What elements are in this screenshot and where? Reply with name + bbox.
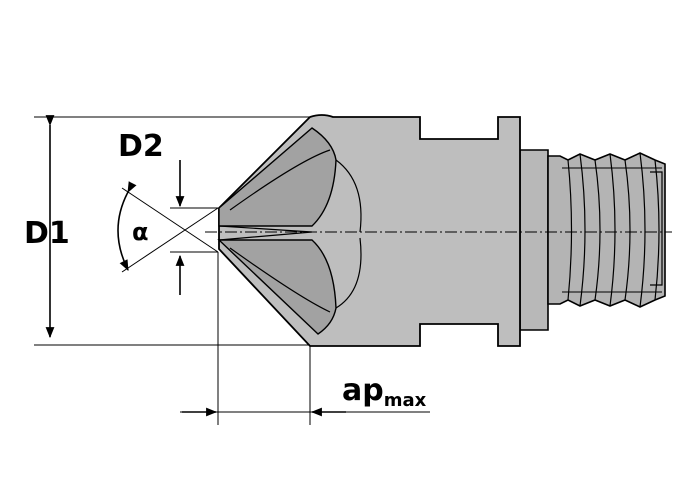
thread-body xyxy=(547,152,666,308)
tool-body xyxy=(218,114,521,347)
angle-line-2 xyxy=(121,207,219,273)
ap-subscript-text: max xyxy=(384,390,427,411)
d1-label: D1 xyxy=(24,216,70,251)
neck xyxy=(519,149,549,331)
shank-end-face xyxy=(650,171,663,286)
upper-flute xyxy=(218,127,337,227)
alpha-label: α xyxy=(132,218,149,246)
thread-crests xyxy=(562,152,662,308)
flutes xyxy=(217,127,337,335)
dimension-lines xyxy=(34,115,672,425)
ap-main-text: ap xyxy=(342,373,384,408)
lower-flute xyxy=(217,239,337,335)
tool-head xyxy=(217,114,521,347)
d2-label: D2 xyxy=(118,129,164,164)
labels: D1 D2 α apmax xyxy=(24,129,427,411)
ap-label: apmax xyxy=(342,373,427,411)
threaded-shank xyxy=(519,149,666,331)
angle-line-1 xyxy=(121,187,219,253)
cutting-edges xyxy=(218,149,362,313)
alpha-arc xyxy=(117,181,137,271)
